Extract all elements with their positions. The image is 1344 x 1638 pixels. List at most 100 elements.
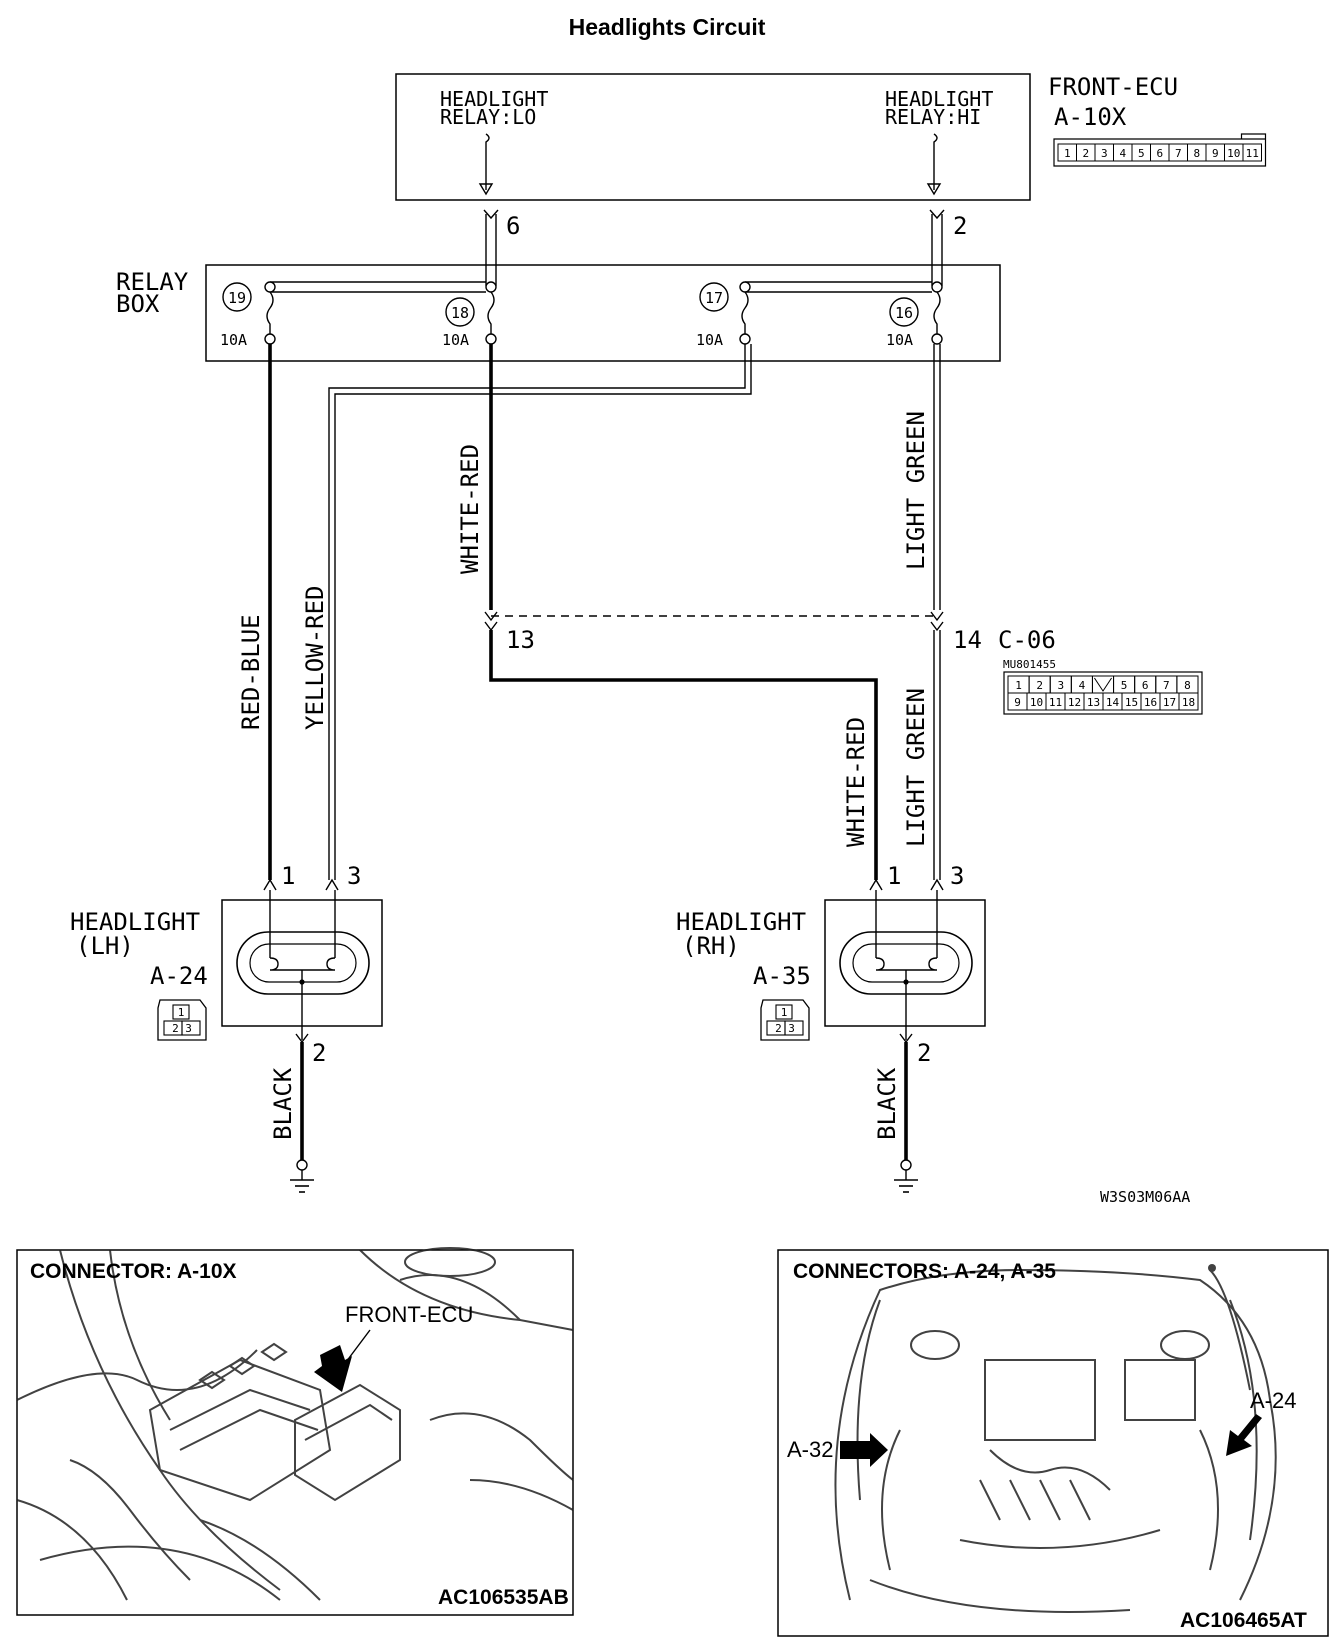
headlight-lh-label-line1: HEADLIGHT bbox=[70, 908, 200, 936]
headlight-rh-connector-icon: 1 2 3 bbox=[760, 999, 810, 1041]
headlight-rh-label-line1: HEADLIGHT bbox=[676, 908, 806, 936]
headlight-lh-connector-id: A-24 bbox=[150, 962, 208, 990]
panel-right-callout-a24: A-24 bbox=[1250, 1388, 1296, 1413]
joint-part-number: MU801455 bbox=[1003, 658, 1056, 671]
wire-white-red-upper-label: WHITE-RED bbox=[456, 444, 484, 574]
front-ecu-connector-pin-label: 3 bbox=[1101, 147, 1108, 160]
fuse-19-number: 19 bbox=[228, 289, 246, 307]
wire-black-rh-label: BLACK bbox=[873, 1067, 901, 1140]
joint-connector-outline bbox=[1003, 671, 1203, 715]
joint-connector-pin-label: 1 bbox=[1015, 679, 1022, 692]
wire-red-blue-label: RED-BLUE bbox=[237, 614, 265, 730]
panel-connectors-a24-a35: CONNECTORS: A-24, A-35 A-32 A-24 AC10646… bbox=[777, 1249, 1329, 1637]
fuse-17-number: 17 bbox=[705, 289, 723, 307]
fuse-19: 19 10A bbox=[220, 282, 276, 349]
fuse-18: 18 10A bbox=[442, 291, 497, 349]
joint-connector-pin-label: 13 bbox=[1087, 696, 1100, 709]
fuse-19-rating: 10A bbox=[220, 331, 247, 349]
headlight-lh-pin-1: 1 bbox=[281, 862, 295, 890]
front-ecu-connector-pin-label: 9 bbox=[1212, 147, 1219, 160]
ground-rh bbox=[893, 1159, 919, 1193]
fuse-18-rating: 10A bbox=[442, 331, 469, 349]
front-ecu-connector-id: A-10X bbox=[1054, 103, 1127, 131]
wire-yellow-red bbox=[325, 344, 752, 891]
front-ecu-connector-pin-label: 4 bbox=[1119, 147, 1126, 160]
relay-box-busbar-hi bbox=[739, 281, 943, 293]
relay-hi-label-line1: HEADLIGHT bbox=[885, 87, 993, 111]
joint-connector-pin-label: 3 bbox=[1057, 679, 1064, 692]
fuse-17-rating: 10A bbox=[696, 331, 723, 349]
joint-connector-pin-label: 2 bbox=[1036, 679, 1043, 692]
headlight-rh-label-line2: (RH) bbox=[682, 932, 740, 960]
ecu-pin-hi: 2 bbox=[953, 212, 967, 240]
relay-hi-arrow bbox=[926, 133, 942, 196]
joint-pin-14: 14 bbox=[953, 626, 982, 654]
ground-lh bbox=[289, 1159, 315, 1193]
panel-right-code: AC106465AT bbox=[1180, 1609, 1307, 1632]
wire-light-green-upper bbox=[930, 344, 944, 622]
joint-connector-pin-label: 14 bbox=[1106, 696, 1120, 709]
front-ecu-box bbox=[395, 73, 1031, 201]
joint-connector-pin-label: 4 bbox=[1079, 679, 1086, 692]
engine-bay-photo-left bbox=[16, 1247, 574, 1601]
headlight-rh-pin-3: 3 bbox=[950, 862, 964, 890]
panel-right-arrow-a24 bbox=[1226, 1414, 1262, 1456]
joint-connector-pin-label: 12 bbox=[1068, 696, 1081, 709]
wire-ecu-to-relay-lo bbox=[483, 209, 499, 286]
front-ecu-connector-pin-label: 1 bbox=[1064, 147, 1071, 160]
panel-left-code: AC106535AB bbox=[438, 1586, 569, 1609]
joint-connector-pin-key bbox=[1094, 677, 1112, 692]
joint-connector-pin-label: 16 bbox=[1144, 696, 1157, 709]
joint-connector-pin bbox=[1178, 692, 1199, 711]
relay-hi-label-line2: RELAY:HI bbox=[885, 105, 981, 129]
front-ecu-connector-pin-label: 2 bbox=[1082, 147, 1089, 160]
relay-box-label-line2: BOX bbox=[116, 290, 160, 318]
front-ecu-connector-pin-label: 10 bbox=[1227, 147, 1240, 160]
panel-right-arrow-a32 bbox=[840, 1433, 888, 1467]
fuse-16-number: 16 bbox=[895, 304, 913, 322]
panel-left-arrow bbox=[314, 1345, 352, 1392]
joint-connector-id: C-06 bbox=[998, 626, 1056, 654]
joint-connector-pin-label: 9 bbox=[1014, 696, 1021, 709]
fuse-16: 16 10A bbox=[886, 291, 943, 349]
headlight-rh-connector-top-pin: 1 bbox=[781, 1006, 788, 1019]
headlight-rh-connector-bottom-pins: 2 3 bbox=[775, 1022, 795, 1035]
joint-connector-pin-label: 15 bbox=[1125, 696, 1138, 709]
headlight-lh-pin-3: 3 bbox=[347, 862, 361, 890]
relay-lo-arrow bbox=[478, 133, 494, 196]
relay-box-label-line1: RELAY bbox=[116, 268, 189, 296]
headlight-lh-connector-top-pin: 1 bbox=[178, 1006, 185, 1019]
headlight-lh-ground-pin: 2 bbox=[312, 1039, 326, 1067]
front-ecu-connector-pin-label: 11 bbox=[1246, 147, 1259, 160]
panel-connector-a10x: CONNECTOR: A-10X FRONT-ECU AC106535AB bbox=[16, 1247, 574, 1616]
diagram-title: Headlights Circuit bbox=[569, 14, 766, 40]
headlight-rh-connector-id: A-35 bbox=[753, 962, 811, 990]
joint-connector-pin-label: 10 bbox=[1030, 696, 1043, 709]
headlight-lh-connector-bottom-pins: 2 3 bbox=[172, 1022, 192, 1035]
panel-right-heading: CONNECTORS: A-24, A-35 bbox=[793, 1260, 1056, 1283]
front-ecu-connector-pin bbox=[1242, 143, 1262, 162]
joint-connector-pin-label: 18 bbox=[1182, 696, 1195, 709]
front-ecu-connector-pin-label: 6 bbox=[1156, 147, 1163, 160]
headlight-rh: 1 3 bbox=[824, 862, 986, 1044]
joint-connector-pin-label: 6 bbox=[1142, 679, 1149, 692]
engine-bay-photo-right bbox=[834, 1264, 1277, 1613]
headlight-rh-pin-1: 1 bbox=[887, 862, 901, 890]
joint-pin-13: 13 bbox=[506, 626, 535, 654]
wire-light-green-upper-label: LIGHT GREEN bbox=[902, 411, 930, 570]
joint-connector-pin-label: 8 bbox=[1184, 679, 1191, 692]
wire-light-green-lower-label: LIGHT GREEN bbox=[902, 688, 930, 847]
headlight-lh-label-line2: (LH) bbox=[76, 932, 134, 960]
fuse-16-rating: 10A bbox=[886, 331, 913, 349]
wire-black-lh-label: BLACK bbox=[269, 1067, 297, 1140]
panel-left-heading: CONNECTOR: A-10X bbox=[30, 1260, 237, 1283]
front-ecu-connector-pin-label: 5 bbox=[1138, 147, 1145, 160]
relay-lo-label-line2: RELAY:LO bbox=[440, 105, 536, 129]
wire-red-blue bbox=[263, 344, 277, 891]
front-ecu-connector-pin-label: 8 bbox=[1193, 147, 1200, 160]
wire-white-red-lower-label: WHITE-RED bbox=[842, 717, 870, 847]
wire-ecu-to-relay-hi bbox=[929, 209, 945, 286]
